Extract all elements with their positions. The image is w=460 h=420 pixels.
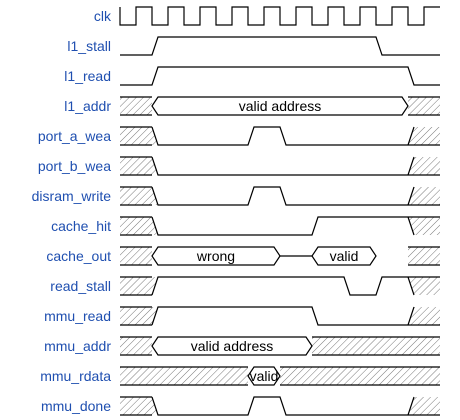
signal-l1-read (120, 66, 440, 86)
bus-value-box (151, 336, 313, 356)
bus-edge (120, 366, 248, 386)
undefined-region (120, 97, 152, 115)
undefined-region (312, 337, 440, 355)
bus-value-box (151, 96, 409, 116)
signal-labels: clk l1_stall l1_read l1_addr port_a_wea port_… (32, 8, 112, 414)
signal-label-l1-stall: l1_stall (67, 38, 111, 54)
bus-edge (120, 246, 152, 266)
undefined-region (120, 247, 152, 265)
bus-value-box (247, 366, 281, 386)
signal-mmu-read (120, 306, 440, 326)
signal-port-b-wea (120, 156, 440, 176)
undefined-region (408, 217, 440, 235)
bus-value-label: valid address (191, 338, 274, 354)
bus-edge (120, 96, 152, 116)
signal-label-clk: clk (94, 8, 112, 24)
undefined-region (120, 277, 152, 295)
bus-edge (280, 366, 440, 386)
signal-label-port-b-wea: port_b_wea (38, 158, 111, 174)
bus-value-label: valid address (239, 98, 322, 114)
signal-disram-write (120, 186, 440, 206)
undefined-region (408, 157, 440, 175)
signal-wave (120, 396, 440, 416)
undefined-region (120, 397, 152, 415)
signal-wave (120, 36, 440, 56)
signal-label-l1-read: l1_read (64, 68, 111, 84)
undefined-region (408, 247, 440, 265)
bus-value-label: valid (250, 368, 279, 384)
signal-mmu-done (120, 396, 440, 416)
signal-wave (120, 216, 440, 236)
undefined-region (408, 397, 440, 415)
signal-mmu-rdata: valid (120, 366, 440, 386)
undefined-region (120, 367, 248, 385)
bus-edge (120, 336, 152, 356)
signal-read-stall (120, 276, 440, 296)
clock-wave (119, 6, 440, 26)
signal-wave (120, 156, 440, 176)
signal-label-mmu-addr: mmu_addr (44, 338, 111, 354)
undefined-region (408, 307, 440, 325)
signal-l1-addr: valid address (120, 96, 440, 116)
signal-label-l1-addr: l1_addr (64, 98, 111, 114)
bus-edge (408, 246, 440, 266)
signal-label-cache-out: cache_out (46, 248, 111, 264)
undefined-region (120, 307, 152, 325)
undefined-region (408, 187, 440, 205)
undefined-region (280, 367, 440, 385)
bus-value-box (311, 246, 377, 266)
signal-mmu-addr: valid address (120, 336, 440, 356)
signal-clk (119, 6, 440, 26)
signal-wave (120, 186, 440, 206)
signal-wave (120, 66, 440, 86)
undefined-region (120, 187, 152, 205)
signal-wave (120, 306, 440, 326)
signal-label-port-a-wea: port_a_wea (38, 128, 111, 144)
signal-port-a-wea (120, 126, 440, 146)
signal-cache-hit (120, 216, 440, 236)
signal-label-read-stall: read_stall (50, 278, 111, 294)
undefined-region (120, 337, 152, 355)
bus-value-label: wrong (196, 248, 235, 264)
undefined-region (408, 97, 440, 115)
undefined-region (408, 127, 440, 145)
signal-l1-stall (120, 36, 440, 56)
signal-waves: valid address wrong valid valid address vali… (119, 6, 440, 416)
bus-edge (312, 336, 440, 356)
undefined-region (120, 217, 152, 235)
signal-label-disram-write: disram_write (32, 188, 112, 204)
signal-label-mmu-done: mmu_done (41, 398, 111, 414)
undefined-region (120, 127, 152, 145)
signal-wave (120, 276, 440, 296)
signal-label-cache-hit: cache_hit (51, 218, 111, 234)
undefined-region (408, 277, 440, 295)
signal-wave (120, 126, 440, 146)
undefined-region (120, 157, 152, 175)
signal-cache-out: wrong valid (120, 246, 440, 266)
bus-value-label: valid (330, 248, 359, 264)
bus-edge (408, 96, 440, 116)
signal-label-mmu-read: mmu_read (44, 308, 111, 324)
signal-label-mmu-rdata: mmu_rdata (40, 368, 111, 384)
